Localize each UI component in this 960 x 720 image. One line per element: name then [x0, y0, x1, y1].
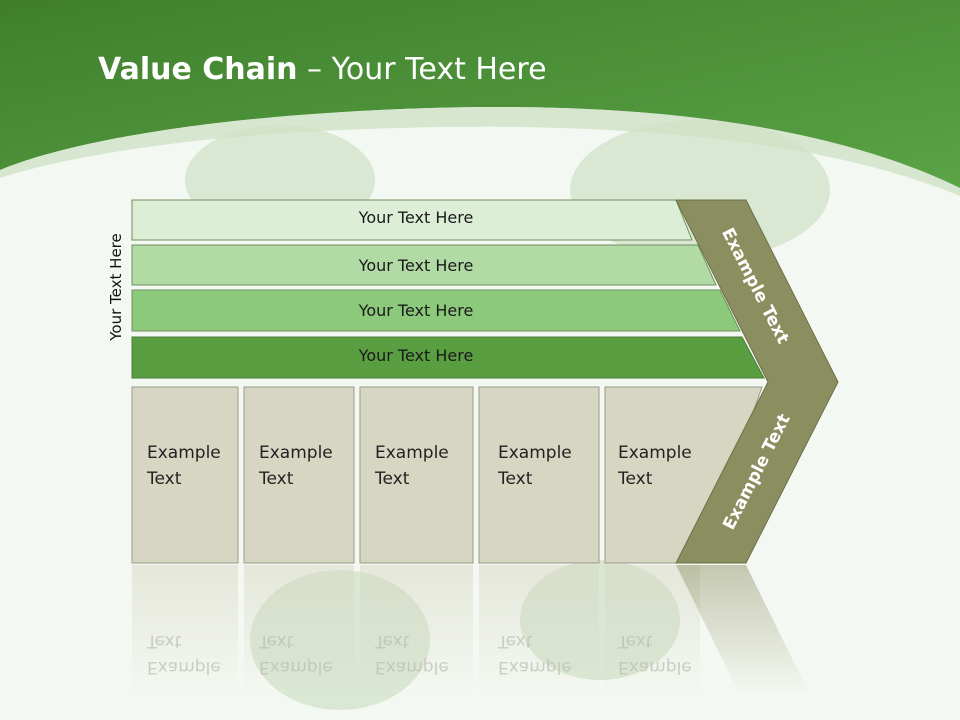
- bar-2: [131, 244, 717, 286]
- bar-1-label: Your Text Here: [358, 208, 474, 227]
- column-3-label: Example Text: [375, 443, 449, 489]
- chevron-arrow: [675, 199, 839, 564]
- reflection-group: [132, 565, 810, 695]
- bar-3-label: Your Text Here: [358, 301, 474, 320]
- column-5-label: Example Text: [618, 443, 692, 489]
- slide-title: Value Chain – Your Text Here: [98, 52, 547, 87]
- column-1: [131, 386, 239, 564]
- vertical-label: Your Text Here: [107, 233, 125, 341]
- column-2-reflection: Example Text: [259, 631, 333, 677]
- bar-4-label: Your Text Here: [358, 346, 474, 365]
- title-bold: Value Chain: [98, 52, 298, 87]
- column-4: [478, 386, 600, 564]
- bar-2-label: Your Text Here: [358, 256, 474, 275]
- header-band: [0, 0, 960, 188]
- columns-group: [131, 386, 763, 564]
- column-2-label: Example Text: [259, 443, 333, 489]
- column-4-label: Example Text: [498, 443, 572, 489]
- bar-4: [131, 336, 765, 379]
- header-swoosh: [0, 106, 960, 196]
- column-3-reflection: Example Text: [375, 631, 449, 677]
- column-3: [359, 386, 474, 564]
- title-rest: – Your Text Here: [297, 52, 547, 87]
- column-1-reflection: Example Text: [147, 631, 221, 677]
- bar-3: [131, 289, 741, 332]
- column-2: [243, 386, 355, 564]
- bars-group: [131, 199, 765, 379]
- bar-1: [131, 199, 693, 241]
- column-1-label: Example Text: [147, 443, 221, 489]
- column-5-reflection: Example Text: [618, 631, 692, 677]
- column-4-reflection: Example Text: [498, 631, 572, 677]
